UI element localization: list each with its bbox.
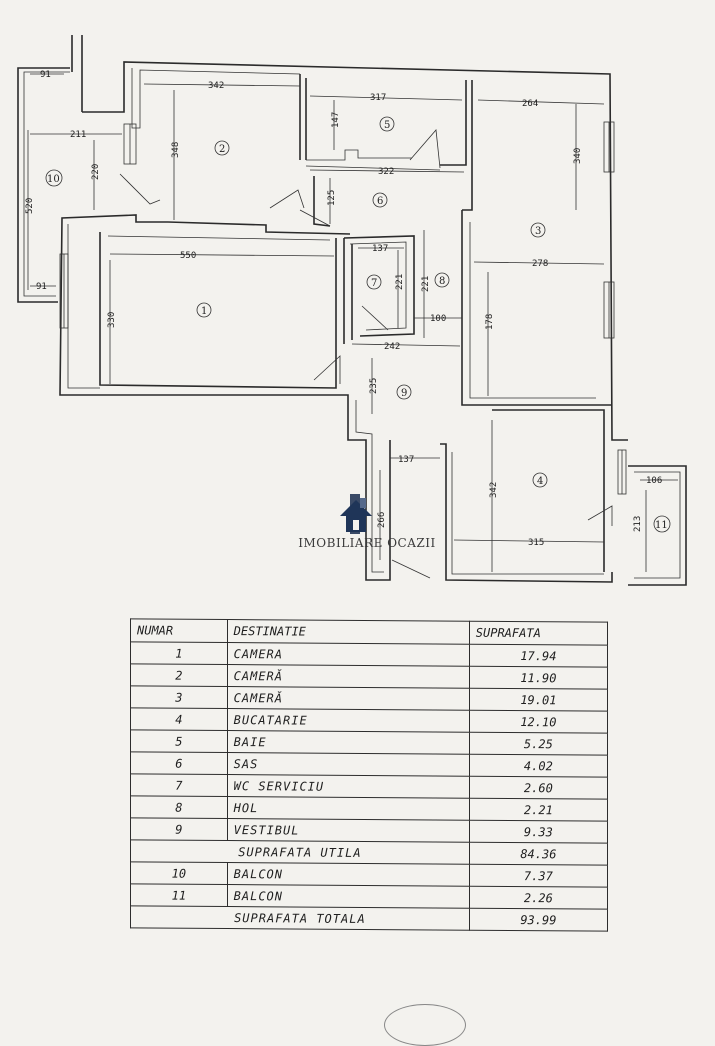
total-label: SUPRAFATA TOTALA [130, 905, 470, 931]
dimension-lines [27, 73, 678, 572]
svg-text:3: 3 [535, 226, 541, 237]
svg-text:8: 8 [439, 276, 445, 287]
svg-text:1: 1 [201, 306, 207, 317]
dim-342: 342 [208, 81, 224, 91]
room-marker-8: 8 [434, 272, 450, 288]
room-markers: 1 2 3 4 5 6 7 8 9 10 11 [45, 116, 671, 533]
dim-242: 242 [384, 342, 400, 352]
stamp [384, 1004, 466, 1046]
dim-340: 340 [573, 148, 583, 164]
doors [119, 129, 613, 579]
util-label: SUPRAFATA UTILA [130, 839, 470, 865]
room-marker-7: 7 [366, 274, 382, 290]
dim-264: 264 [522, 99, 538, 109]
dim-278: 278 [532, 259, 548, 269]
svg-text:2: 2 [219, 144, 225, 155]
dim-91b: 91 [36, 282, 47, 292]
room-marker-5: 5 [379, 116, 395, 132]
room-marker-6: 6 [372, 192, 388, 208]
dim-221a: 221 [395, 274, 405, 290]
dim-147: 147 [331, 112, 341, 128]
dim-348: 348 [171, 142, 181, 158]
room-marker-11: 11 [653, 515, 671, 533]
dim-317: 317 [370, 93, 386, 103]
header-sup: SUPRAFATA [469, 621, 608, 646]
total-value: 93.99 [469, 908, 608, 932]
dim-330: 330 [107, 312, 117, 328]
dim-91a: 91 [40, 70, 51, 80]
svg-text:6: 6 [377, 196, 383, 207]
svg-text:10: 10 [47, 174, 60, 185]
dim-550: 550 [180, 251, 196, 261]
header-dest: DESTINATIE [227, 619, 470, 645]
dim-213: 213 [633, 516, 643, 532]
watermark-logo: IMOBILIARE OCAZII [272, 476, 462, 556]
dim-125: 125 [327, 190, 337, 206]
table-row-total: SUPRAFATA TOTALA 93.99 [130, 905, 608, 932]
room-marker-10: 10 [45, 169, 63, 187]
dim-342b: 342 [489, 482, 499, 498]
dim-137b: 137 [398, 455, 414, 465]
dim-211: 211 [70, 130, 86, 140]
header-nr: NUMAR [130, 618, 228, 643]
room-marker-2: 2 [214, 140, 230, 156]
room-marker-4: 4 [532, 472, 548, 488]
dim-100: 100 [430, 314, 446, 324]
svg-text:7: 7 [371, 278, 377, 289]
svg-text:4: 4 [537, 476, 543, 487]
room-marker-3: 3 [530, 222, 546, 238]
dim-235: 235 [369, 378, 379, 394]
room-marker-1: 1 [196, 302, 212, 318]
util-value: 84.36 [469, 842, 608, 866]
table-header-row: NUMAR DESTINATIE SUPRAFATA [130, 618, 608, 646]
house-logo-icon [340, 494, 372, 534]
dim-137: 137 [372, 244, 388, 254]
dim-315: 315 [528, 538, 544, 548]
dim-266: 266 [377, 512, 387, 528]
svg-text:11: 11 [655, 520, 668, 531]
dim-221b: 221 [421, 276, 431, 292]
logo-brand-text: IMOBILIARE OCAZII [298, 536, 436, 550]
dim-520: 520 [25, 198, 35, 214]
dim-322: 322 [378, 167, 394, 177]
svg-text:9: 9 [401, 388, 407, 399]
windows [59, 121, 627, 495]
floor-plan: 91 211 220 520 91 342 348 317 147 322 12… [17, 35, 687, 586]
dimension-labels: 91 211 220 520 91 342 348 317 147 322 12… [25, 70, 662, 548]
dim-178: 178 [485, 314, 495, 330]
dim-106: 106 [646, 476, 662, 486]
room-marker-9: 9 [396, 384, 412, 400]
svg-text:5: 5 [384, 120, 390, 131]
dim-220: 220 [91, 164, 101, 180]
